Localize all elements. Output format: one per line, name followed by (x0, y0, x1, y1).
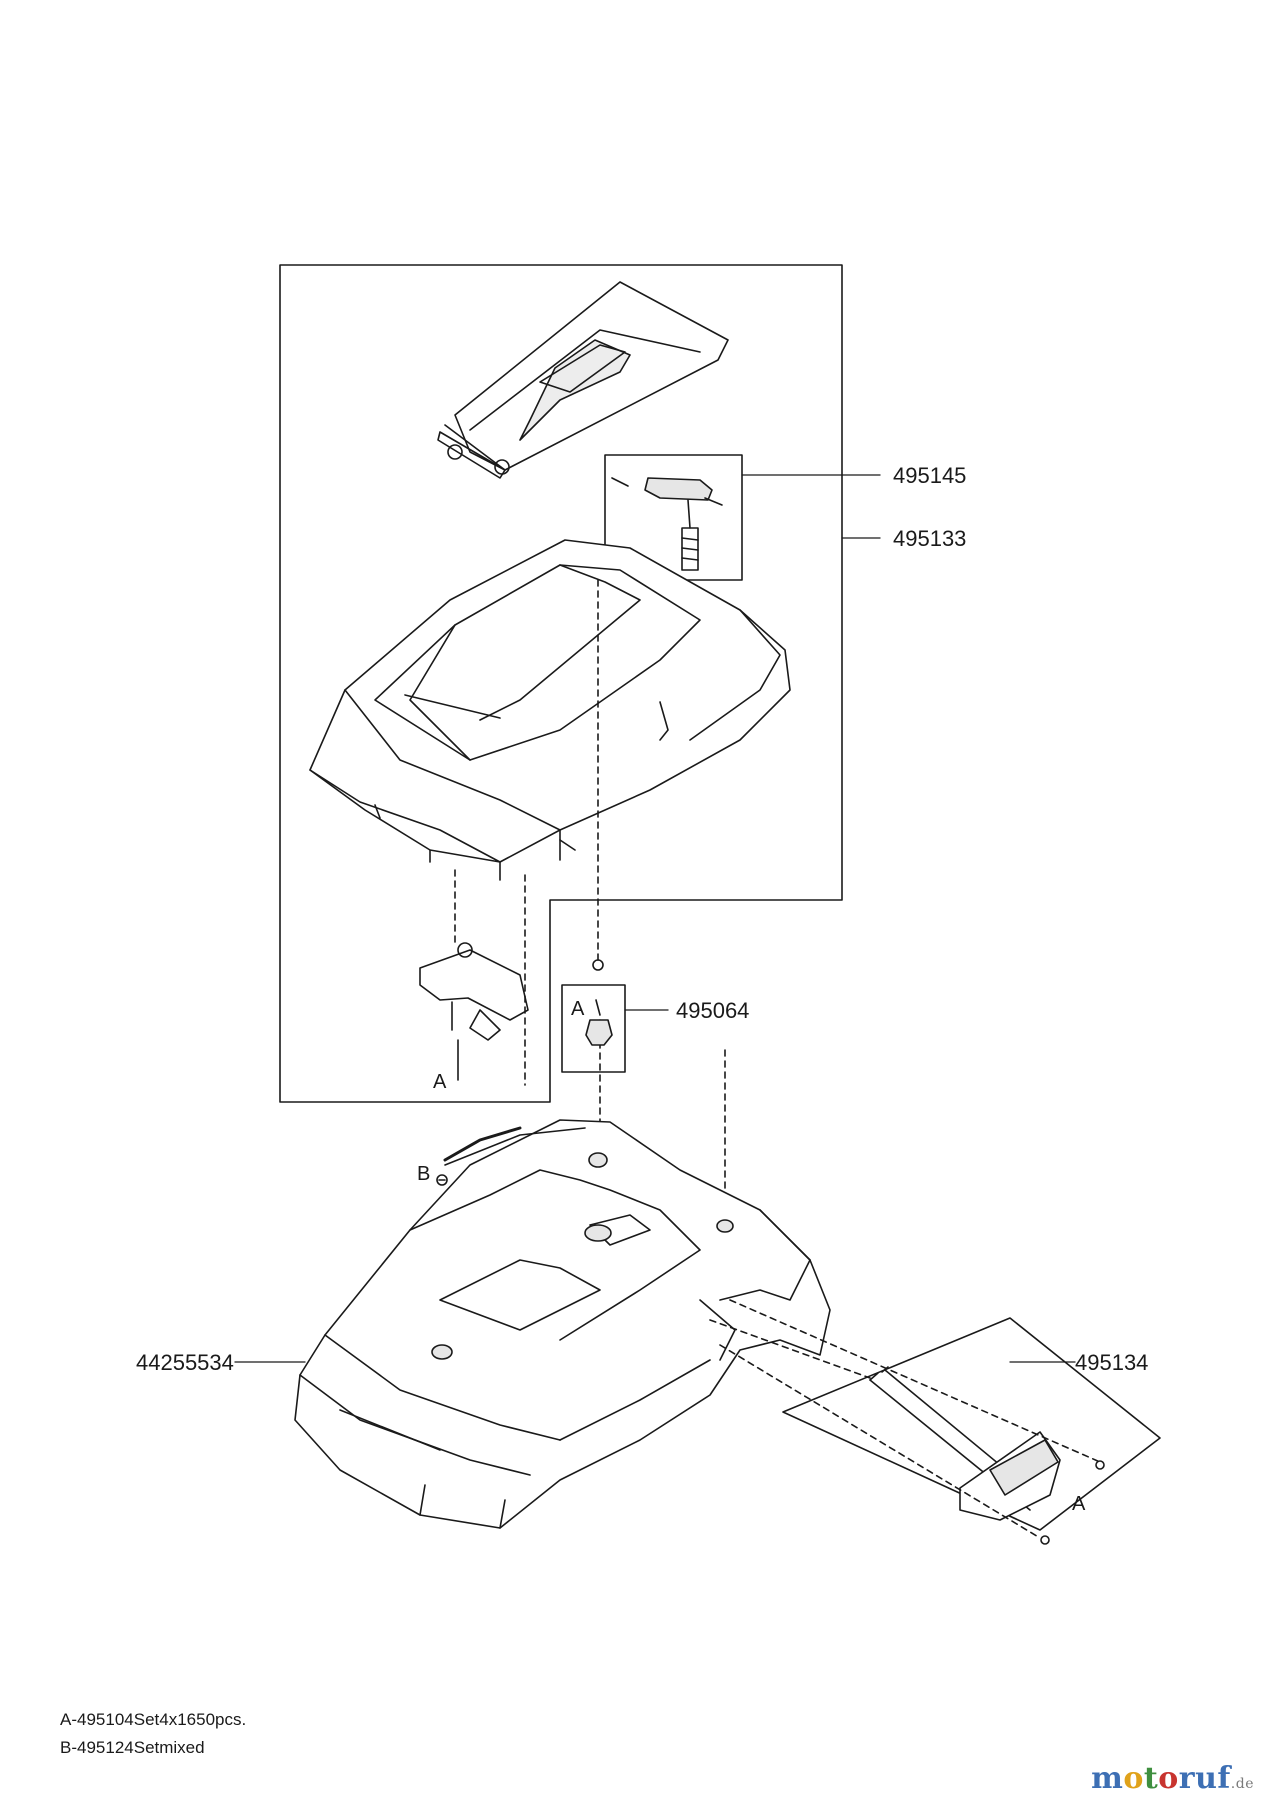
callout-495133: 495133 (893, 526, 966, 551)
legend-line-a: A-495104Set4x1650pcs. (60, 1710, 247, 1729)
callout-495064: 495064 (676, 998, 749, 1023)
b-screw (436, 1174, 448, 1186)
motoruf-logo: motoruf.de (1091, 1761, 1254, 1796)
knob-inset (561, 959, 626, 1073)
callout-leaders (234, 474, 1076, 1363)
main-body-shell (294, 1119, 831, 1529)
front-latch-part (419, 942, 529, 1081)
screw-letter-b-body: B (417, 1163, 430, 1185)
legend-line-b: B-495124Setmixed (60, 1738, 205, 1757)
screw-letter-a-knob: A (571, 998, 585, 1020)
logo-letter-m: m (1091, 1761, 1124, 1796)
screw-letter-a-handle: A (1072, 1493, 1086, 1515)
upper-cover-shell (309, 539, 791, 881)
upper-assembly-frame (279, 264, 843, 1103)
callout-44255534: 44255534 (136, 1350, 234, 1375)
logo-tld: .de (1230, 1776, 1254, 1792)
top-handle-cover (437, 281, 729, 479)
logo-letter-t: t (1143, 1761, 1159, 1796)
side-handle-inset (782, 1317, 1161, 1545)
callout-495134: 495134 (1075, 1350, 1148, 1375)
lid-bracket-inset (604, 454, 743, 581)
logo-letters-ruf: ruf (1178, 1761, 1231, 1796)
screw-letter-a-upper: A (433, 1071, 447, 1093)
callout-495145: 495145 (893, 463, 966, 488)
logo-letter-o2: o (1158, 1761, 1179, 1796)
handle-alignment-lines (709, 1299, 1101, 1539)
logo-letter-o1: o (1123, 1761, 1144, 1796)
